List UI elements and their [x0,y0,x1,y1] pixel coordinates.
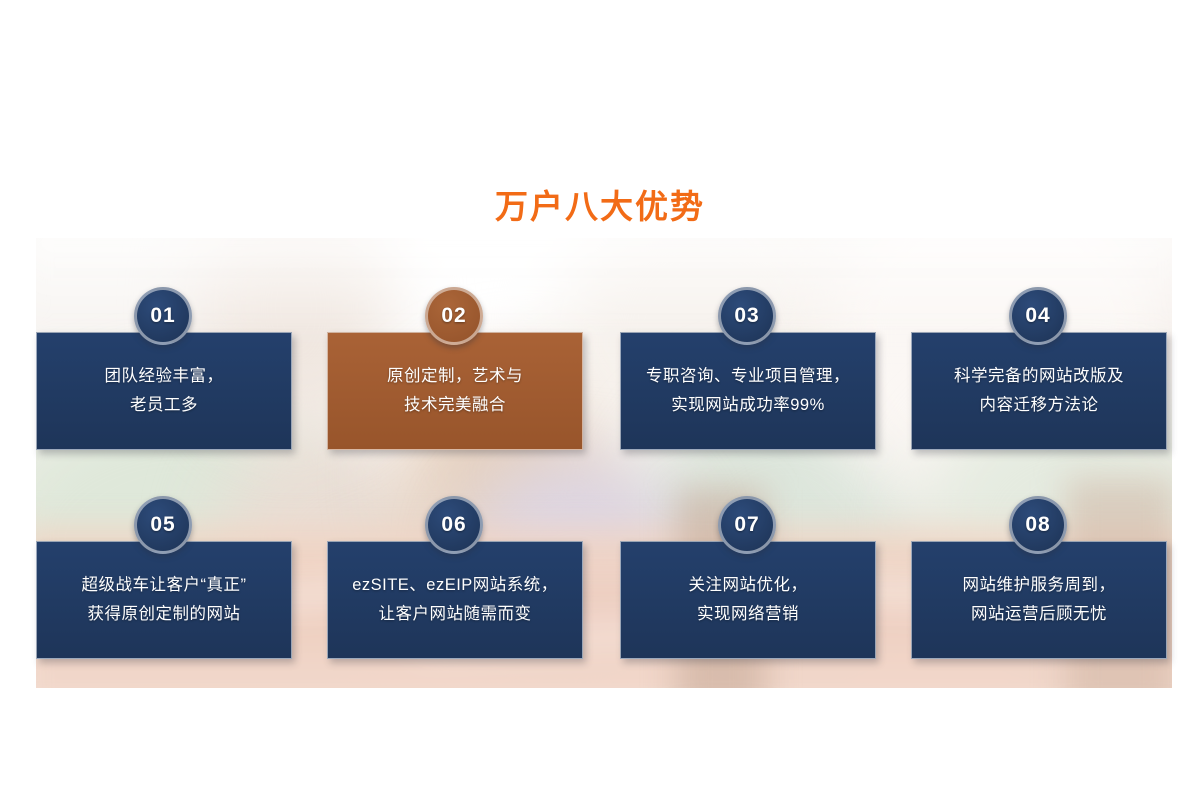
advantage-card[interactable]: 网站维护服务周到， 网站运营后顾无忧 [911,541,1167,659]
advantage-card[interactable]: 专职咨询、专业项目管理， 实现网站成功率99% [620,332,876,450]
advantage-number-label: 02 [441,304,467,327]
advantage-number-label: 05 [150,513,176,536]
advantage-card[interactable]: 关注网站优化， 实现网络营销 [620,541,876,659]
advantage-number-label: 06 [441,513,467,536]
advantage-card-text: 超级战车让客户“真正” 获得原创定制的网站 [81,576,247,623]
advantage-number-badge[interactable]: 08 [1009,496,1067,554]
advantage-number-badge[interactable]: 06 [425,496,483,554]
advantage-card[interactable]: 科学完备的网站改版及 内容迁移方法论 [911,332,1167,450]
advantage-card[interactable]: ezSITE、ezEIP网站系统， 让客户网站随需而变 [327,541,583,659]
advantage-number-label: 04 [1025,304,1051,327]
advantage-number-badge[interactable]: 04 [1009,287,1067,345]
advantage-number-label: 01 [150,304,176,327]
advantage-card-text: 科学完备的网站改版及 内容迁移方法论 [954,367,1124,414]
advantage-card-text: ezSITE、ezEIP网站系统， 让客户网站随需而变 [352,576,558,623]
advantage-card-text: 专职咨询、专业项目管理， 实现网站成功率99% [646,367,850,414]
advantage-number-label: 08 [1025,513,1051,536]
advantage-card-text: 团队经验丰富， 老员工多 [104,367,224,414]
advantage-number-badge[interactable]: 01 [134,287,192,345]
advantage-card-text: 原创定制，艺术与 技术完美融合 [387,367,523,414]
bg-top-veil [36,238,1172,338]
advantage-number-label: 03 [734,304,760,327]
advantage-card[interactable]: 团队经验丰富， 老员工多 [36,332,292,450]
advantage-number-badge[interactable]: 05 [134,496,192,554]
advantage-card[interactable]: 超级战车让客户“真正” 获得原创定制的网站 [36,541,292,659]
advantage-card-text: 关注网站优化， 实现网络营销 [688,576,808,623]
advantage-number-badge[interactable]: 07 [718,496,776,554]
page-title: 万户八大优势 [495,188,705,225]
advantage-number-badge[interactable]: 02 [425,287,483,345]
advantage-number-badge[interactable]: 03 [718,287,776,345]
advantage-card[interactable]: 原创定制，艺术与 技术完美融合 [327,332,583,450]
advantage-number-label: 07 [734,513,760,536]
advantage-card-text: 网站维护服务周到， 网站运营后顾无忧 [962,576,1116,623]
